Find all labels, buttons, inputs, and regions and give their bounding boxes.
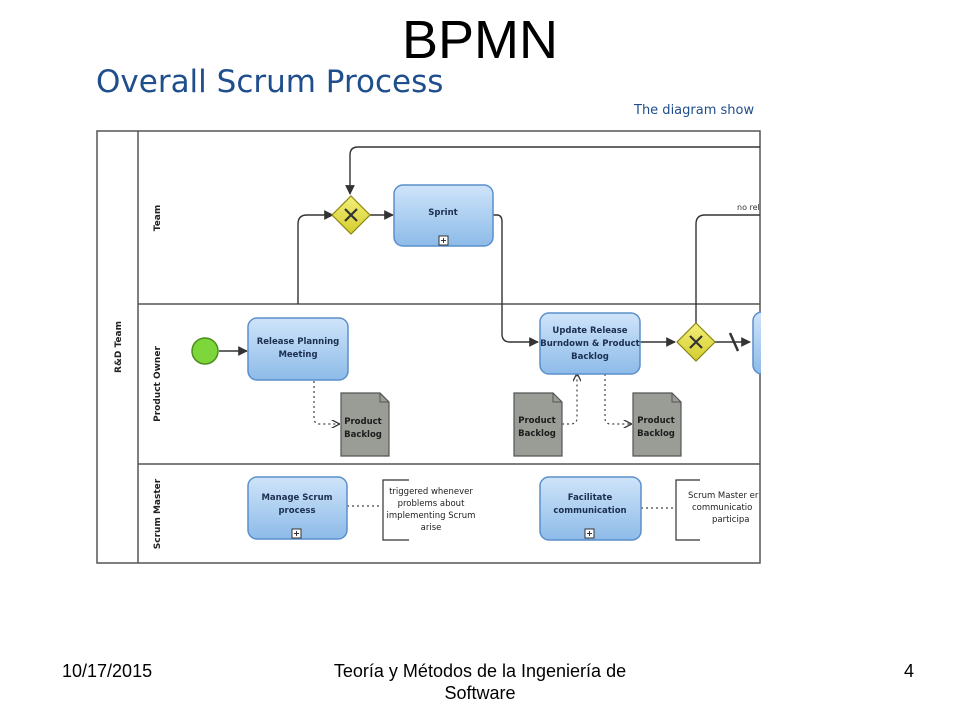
task-release-planning: Release Planning Meeting: [247, 317, 349, 381]
pool-label: R&D Team: [114, 321, 124, 373]
task-manage-scrum-line-1: Manage Scrum: [261, 493, 332, 503]
annotation-facilitate-line-3: participa: [712, 515, 749, 525]
task-update-release-line-1: Update Release: [552, 326, 627, 336]
task-manage-scrum: Manage Scrum process: [247, 476, 348, 540]
task-manage-scrum-line-2: process: [278, 506, 315, 516]
flow-planning-to-gateway: [297, 210, 334, 304]
annotation-facilitate-line-1: Scrum Master er: [688, 491, 759, 501]
flow-label-no-release: no rel: [737, 203, 760, 212]
task-release-planning-line-1: Release Planning: [257, 337, 340, 347]
annotation-manage-line-1: triggered whenever: [389, 487, 473, 497]
start-event: [191, 337, 219, 365]
annotation-facilitate: Scrum Master er communicatio participa: [675, 479, 759, 541]
lane-label-product-owner: Product Owner: [153, 346, 163, 422]
sequence-flows: [219, 146, 760, 356]
data-object-backlog-2-line-1: Product: [518, 416, 556, 426]
task-release-planning-line-2: Meeting: [278, 350, 317, 360]
slide-title: BPMN: [401, 10, 558, 70]
footer-course: Teoría y Métodos de la Ingeniería de Sof…: [333, 661, 627, 703]
clip-mask: [761, 98, 960, 578]
data-object-backlog-3-line-2: Backlog: [637, 429, 675, 439]
gateway-release: [676, 322, 716, 362]
data-object-backlog-1: Product Backlog: [340, 392, 390, 457]
data-associations: [313, 374, 676, 509]
task-update-release-line-3: Backlog: [571, 352, 609, 362]
task-facilitate-line-2: communication: [553, 506, 626, 516]
diagram-title: Overall Scrum Process: [96, 64, 443, 100]
annotation-manage-line-3: implementing Scrum: [387, 511, 476, 521]
flow-no-release: [695, 214, 760, 323]
gateway-merge: [331, 195, 371, 235]
lane-label-team: Team: [153, 205, 163, 232]
task-update-release-line-2: Burndown & Product: [540, 339, 639, 349]
task-facilitate: Facilitate communication: [539, 476, 642, 541]
data-object-backlog-2: Product Backlog: [513, 392, 563, 457]
task-sprint-label: Sprint: [428, 208, 457, 218]
task-update-release: Update Release Burndown & Product Backlo…: [539, 312, 641, 375]
data-object-backlog-1-line-2: Backlog: [344, 430, 382, 440]
task-facilitate-line-1: Facilitate: [568, 493, 613, 503]
default-flow-slash: [728, 332, 740, 352]
page-number: 4: [903, 661, 914, 681]
lane-label-scrum-master: Scrum Master: [153, 478, 163, 549]
flow-loop-back: [345, 146, 760, 195]
task-sprint: Sprint: [393, 184, 494, 247]
data-object-backlog-2-line-2: Backlog: [518, 429, 556, 439]
annotation-facilitate-line-2: communicatio: [692, 503, 752, 513]
data-object-backlog-3: Product Backlog: [632, 392, 682, 457]
annotation-manage-line-2: problems about: [398, 499, 465, 509]
diagram-subtitle: The diagram show: [633, 103, 754, 118]
data-object-backlog-1-line-1: Product: [344, 417, 382, 427]
annotation-manage: triggered whenever problems about implem…: [382, 479, 476, 541]
data-object-backlog-3-line-1: Product: [637, 416, 675, 426]
flow-sprint-to-update: [493, 214, 539, 347]
annotation-manage-line-4: arise: [421, 523, 442, 533]
footer-date: 10/17/2015: [62, 661, 153, 681]
